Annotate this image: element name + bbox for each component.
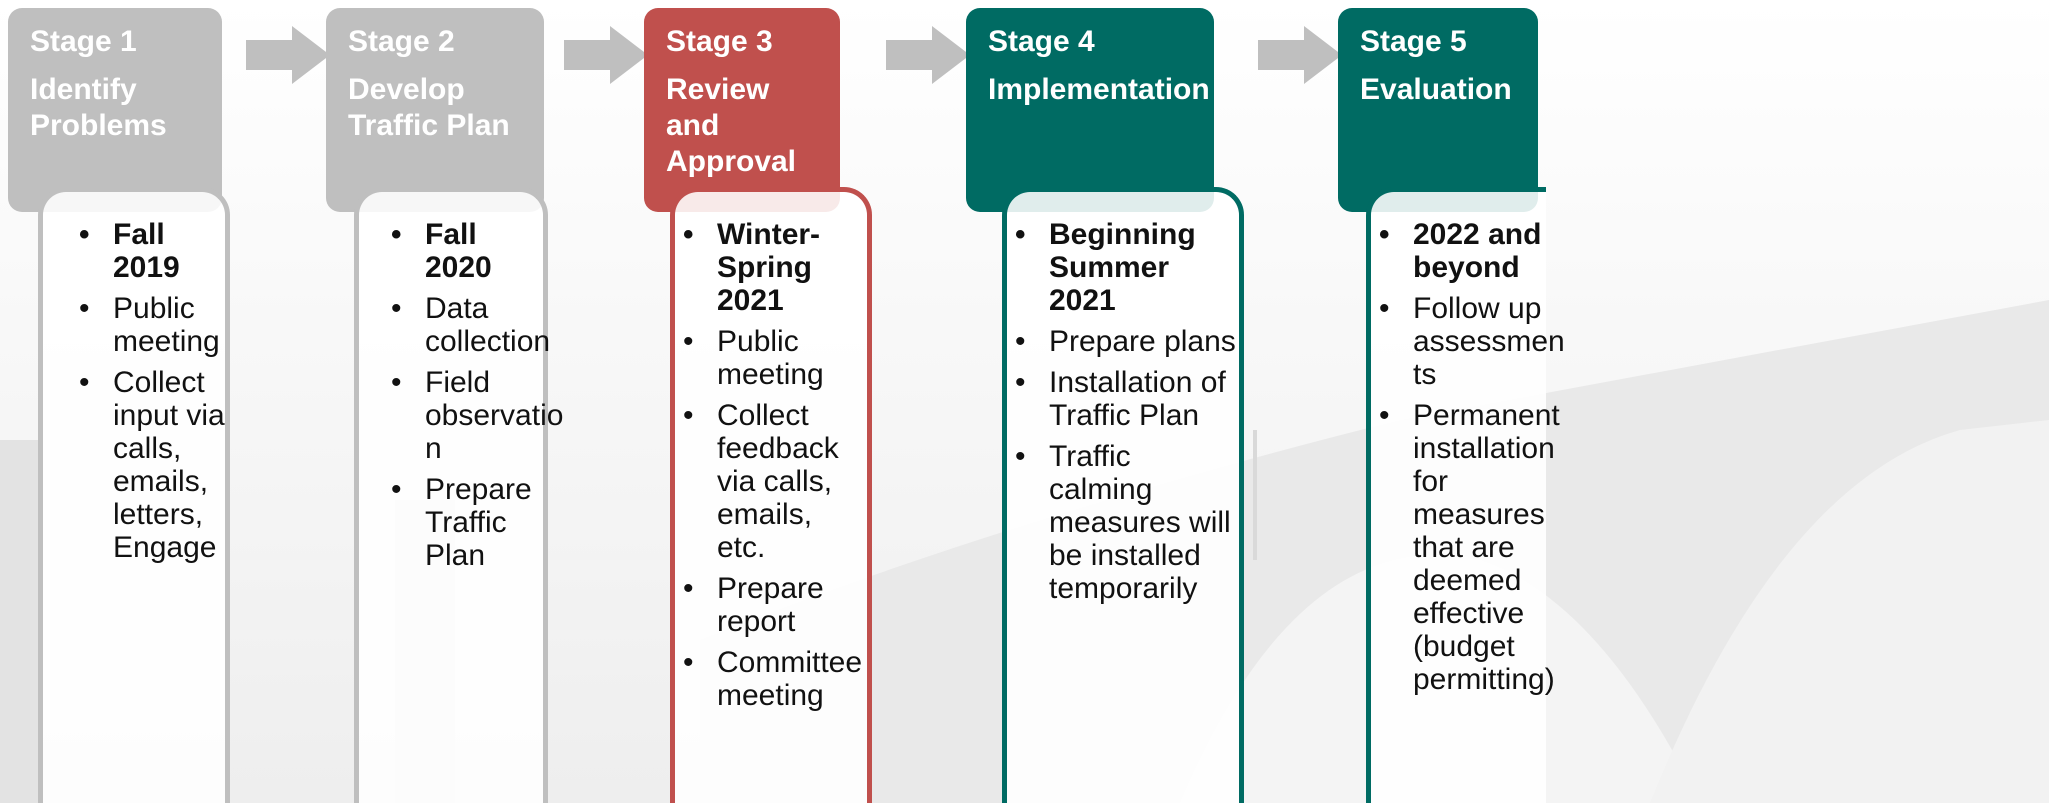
stage-3-item-1: •Public meeting — [683, 325, 824, 391]
stage-2-item-3: •Prepare Traffic Plan — [391, 473, 532, 572]
stage-4-number: Stage 4 — [988, 25, 1095, 58]
stage-1-item-0: •Fall 2019 — [79, 218, 180, 284]
stage-4-details: •Beginning Summer 2021 •Prepare plans •I… — [1002, 187, 1244, 803]
stage-3-item-3: •Prepare report — [683, 572, 824, 638]
stage-3-item-0: •Winter- Spring 2021 — [683, 218, 821, 317]
stage-1-item-2: •Collect input via calls, emails, letter… — [79, 366, 225, 564]
stage-5-details: •2022 and beyond •Follow up assessmen ts… — [1366, 187, 1565, 803]
stage-5-item-1: •Follow up assessmen ts — [1379, 292, 1565, 391]
stage-3-header: Stage 3 Review and Approval — [644, 8, 840, 212]
stage-2-item-0: •Fall 2020 — [391, 218, 492, 284]
stage-3-item-4: •Committee meeting — [683, 646, 863, 712]
stage-1-item-1: •Public meeting — [79, 292, 220, 358]
stage-1-details: •Fall 2019 •Public meeting •Collect inpu… — [38, 187, 230, 803]
stage-2-item-1: •Data collection — [391, 292, 551, 358]
stage-2-item-2: •Field observatio n — [391, 366, 564, 465]
stage-5-title: Evaluation — [1360, 73, 1512, 106]
stage-3-details: •Winter- Spring 2021 •Public meeting •Co… — [670, 187, 872, 803]
stage-3-item-2: •Collect feedback via calls, emails, etc… — [683, 399, 839, 564]
arrow-right-icon — [246, 26, 330, 84]
stage-1-header: Stage 1 Identify Problems — [8, 8, 222, 212]
stage-4-header: Stage 4 Implementation — [966, 8, 1214, 212]
stage-4-item-2: •Installation of Traffic Plan — [1015, 366, 1226, 432]
stage-2-number: Stage 2 — [348, 25, 455, 58]
stage-5-item-2: •Permanent installation for measures tha… — [1379, 399, 1560, 696]
arrow-right-icon — [1258, 26, 1342, 84]
stage-2-title: Develop Traffic Plan — [348, 73, 510, 142]
stage-4-title: Implementation — [988, 73, 1210, 106]
stage-1-number: Stage 1 — [30, 25, 137, 58]
stage-4-item-0: •Beginning Summer 2021 — [1015, 218, 1196, 317]
arrow-right-icon — [564, 26, 648, 84]
stage-3-title: Review and Approval — [666, 73, 797, 178]
stage-2-header: Stage 2 Develop Traffic Plan — [326, 8, 544, 212]
stage-2-details: •Fall 2020 •Data collection •Field obser… — [354, 187, 564, 803]
arrow-right-icon — [886, 26, 970, 84]
stage-5-number: Stage 5 — [1360, 25, 1467, 58]
stage-5-item-0: •2022 and beyond — [1379, 218, 1542, 284]
stage-1-title: Identify Problems — [30, 73, 167, 142]
stage-4-item-3: •Traffic calming measures will be instal… — [1015, 440, 1231, 605]
stage-5-header: Stage 5 Evaluation — [1338, 8, 1538, 212]
stage-4-item-1: •Prepare plans — [1015, 325, 1236, 358]
stage-3-number: Stage 3 — [666, 25, 773, 58]
